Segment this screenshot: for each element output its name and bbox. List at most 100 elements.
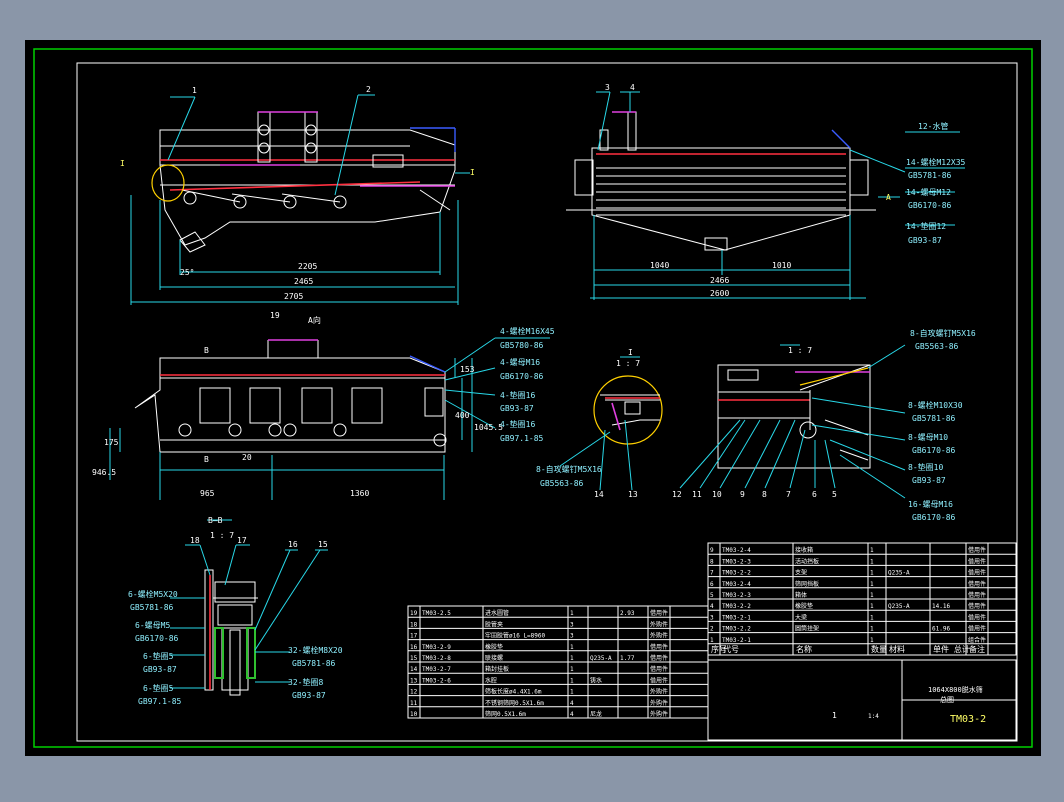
note-gb97: GB97.1-85 bbox=[500, 434, 544, 443]
bom-right-cell: TM03-2-1 bbox=[722, 637, 751, 644]
note-bolt-m5: 6-螺栓M5X20 bbox=[128, 589, 178, 599]
section-mark-B-top: B bbox=[204, 346, 209, 355]
bom-left-cell: 联接螺 bbox=[485, 654, 503, 662]
note-gb5781: GB5781-86 bbox=[908, 171, 952, 180]
note-washer-10: 8-垫圈10 bbox=[908, 462, 943, 472]
bom-left-cell: 1 bbox=[570, 644, 574, 651]
section-BB: B—B 1 : 7 18 17 16 15 6-螺栓M5X20 GB5781-8… bbox=[128, 516, 343, 706]
bom-left-cell: 借用件 bbox=[650, 654, 668, 662]
callout-4: 4 bbox=[630, 83, 635, 92]
note-gb5563: GB5563-86 bbox=[540, 479, 584, 488]
bom-left-cell: TM03-2.5 bbox=[422, 610, 451, 617]
dim-2466: 2466 bbox=[710, 276, 729, 285]
bom-left-cell: 2.93 bbox=[620, 610, 635, 617]
bom-right-cell: 2 bbox=[710, 626, 714, 633]
bom-right-cell: 1 bbox=[870, 603, 874, 610]
inner-frame bbox=[76, 62, 1018, 742]
callout-13: 13 bbox=[628, 490, 638, 499]
dim-2465: 2465 bbox=[294, 277, 313, 286]
bom-left-cell: 14 bbox=[410, 666, 418, 673]
bom-right-cell: 1 bbox=[870, 637, 874, 644]
bom-right-cell: 1 bbox=[870, 592, 874, 599]
bom-left-cell: 16 bbox=[410, 644, 418, 651]
bom-right-cell: 6 bbox=[710, 581, 714, 588]
note-gb6170-b: GB6170-86 bbox=[500, 372, 544, 381]
bom-left-cell: 外购件 bbox=[650, 699, 668, 707]
callout-14: 14 bbox=[594, 490, 604, 499]
section-mark-I-left: I bbox=[120, 159, 125, 168]
bom-right-header-cell: 名称 bbox=[796, 644, 812, 654]
bom-left-cell: 12 bbox=[410, 689, 418, 696]
dim-965: 965 bbox=[200, 489, 215, 498]
view-title-A: A向 bbox=[308, 315, 321, 325]
bom-right-cell: 借用件 bbox=[968, 546, 986, 554]
bom-left-cell: 筛网0.5X1.6m bbox=[485, 710, 526, 718]
bom-right-cell: 8 bbox=[710, 558, 714, 565]
section-mark-B-bottom: B bbox=[204, 455, 209, 464]
dim-1010: 1010 bbox=[772, 261, 791, 270]
bom-right-cell: 箱体 bbox=[795, 591, 807, 599]
bom-left-cell: 借用件 bbox=[650, 609, 668, 617]
note-screw-m5-r: 8-自攻螺钉M5X16 bbox=[910, 328, 976, 338]
bom-right-header-cell: 序号 bbox=[711, 644, 727, 654]
callout-9: 9 bbox=[740, 490, 745, 499]
bom-right-cell: 接收箱 bbox=[795, 546, 813, 554]
section-BB-title: B—B bbox=[208, 516, 223, 525]
bom-right-cell: Q235-A bbox=[888, 603, 910, 610]
note-gb97-bb: GB97.1-85 bbox=[138, 697, 182, 706]
title-block: 1064X800脱水筛 总图 1 1:4 TM03-2 bbox=[707, 659, 1017, 741]
dim-1040: 1040 bbox=[650, 261, 669, 270]
note-gb5780: GB5780-86 bbox=[500, 341, 544, 350]
bom-left-cell: 借用件 bbox=[650, 676, 668, 684]
note-gb5563-r: GB5563-86 bbox=[915, 342, 959, 351]
note-gb6170-r: GB6170-86 bbox=[912, 446, 956, 455]
dim-2600: 2600 bbox=[710, 289, 729, 298]
note-gb6170-bb: GB6170-86 bbox=[135, 634, 179, 643]
note-gb93: GB93-87 bbox=[908, 236, 942, 245]
bom-right-cell: 5 bbox=[710, 592, 714, 599]
bom-right-cell: 4 bbox=[710, 603, 714, 610]
bom-left-cell: 1 bbox=[570, 610, 574, 617]
callout-7: 7 bbox=[786, 490, 791, 499]
bom-left-cell: 1 bbox=[570, 655, 574, 662]
bom-right-cell: 借用件 bbox=[968, 591, 986, 599]
bom-left-cell: 水腔 bbox=[485, 676, 497, 684]
view-mark-A: A bbox=[886, 193, 891, 202]
bom-right-cell: 借用件 bbox=[968, 625, 986, 633]
bom-left-cell: 箱封挂板 bbox=[485, 665, 509, 673]
note-gb6170-r2: GB6170-86 bbox=[912, 513, 956, 522]
bom-right-cell: 7 bbox=[710, 570, 714, 577]
bom-right-cell: 9 bbox=[710, 547, 714, 554]
bom-right-cell: 1 bbox=[870, 547, 874, 554]
callout-17: 17 bbox=[237, 536, 247, 545]
dim-175: 175 bbox=[104, 438, 119, 447]
bom-left-cell: TM03-2-8 bbox=[422, 655, 451, 662]
note-nut-m12: 14-螺母M12 bbox=[906, 187, 951, 197]
bom-left-cell: 18 bbox=[410, 621, 418, 628]
bom-left-cell: 尼龙 bbox=[590, 710, 602, 718]
callout-18: 18 bbox=[190, 536, 200, 545]
bom-right-cell: TM03-2-4 bbox=[722, 581, 751, 588]
note-gb5781-bb: GB5781-86 bbox=[130, 603, 174, 612]
outer-frame bbox=[33, 48, 1033, 748]
dim-20: 20 bbox=[242, 453, 252, 462]
bom-right-cell: 14.16 bbox=[932, 603, 950, 610]
note-washer-16: 4-垫圈16 bbox=[500, 390, 535, 400]
bom-right-cell: 筛网挡板 bbox=[795, 580, 819, 588]
note-bolt-m8: 32-螺栓M8X20 bbox=[288, 645, 343, 655]
bom-right-cell: 大梁 bbox=[795, 613, 807, 621]
bom-left-cell: 3 bbox=[570, 633, 574, 640]
bom-right-cell: TM03-2-3 bbox=[722, 558, 751, 565]
bom-right-cell: Q235-A bbox=[888, 570, 910, 577]
title-weight: 1:4 bbox=[868, 713, 879, 720]
callout-5: 5 bbox=[832, 490, 837, 499]
dim-153: 153 bbox=[460, 365, 475, 374]
bom-left-cell: 4 bbox=[570, 700, 574, 707]
note-washer-5b: 6-垫圈5 bbox=[143, 683, 174, 693]
bom-left-cell: 4 bbox=[570, 711, 574, 718]
bom-left-cell: 牢固胶管ø16 L=8960 bbox=[485, 632, 546, 640]
bom-left-cell: 1 bbox=[570, 666, 574, 673]
bom-left-cell: 外购件 bbox=[650, 620, 668, 628]
